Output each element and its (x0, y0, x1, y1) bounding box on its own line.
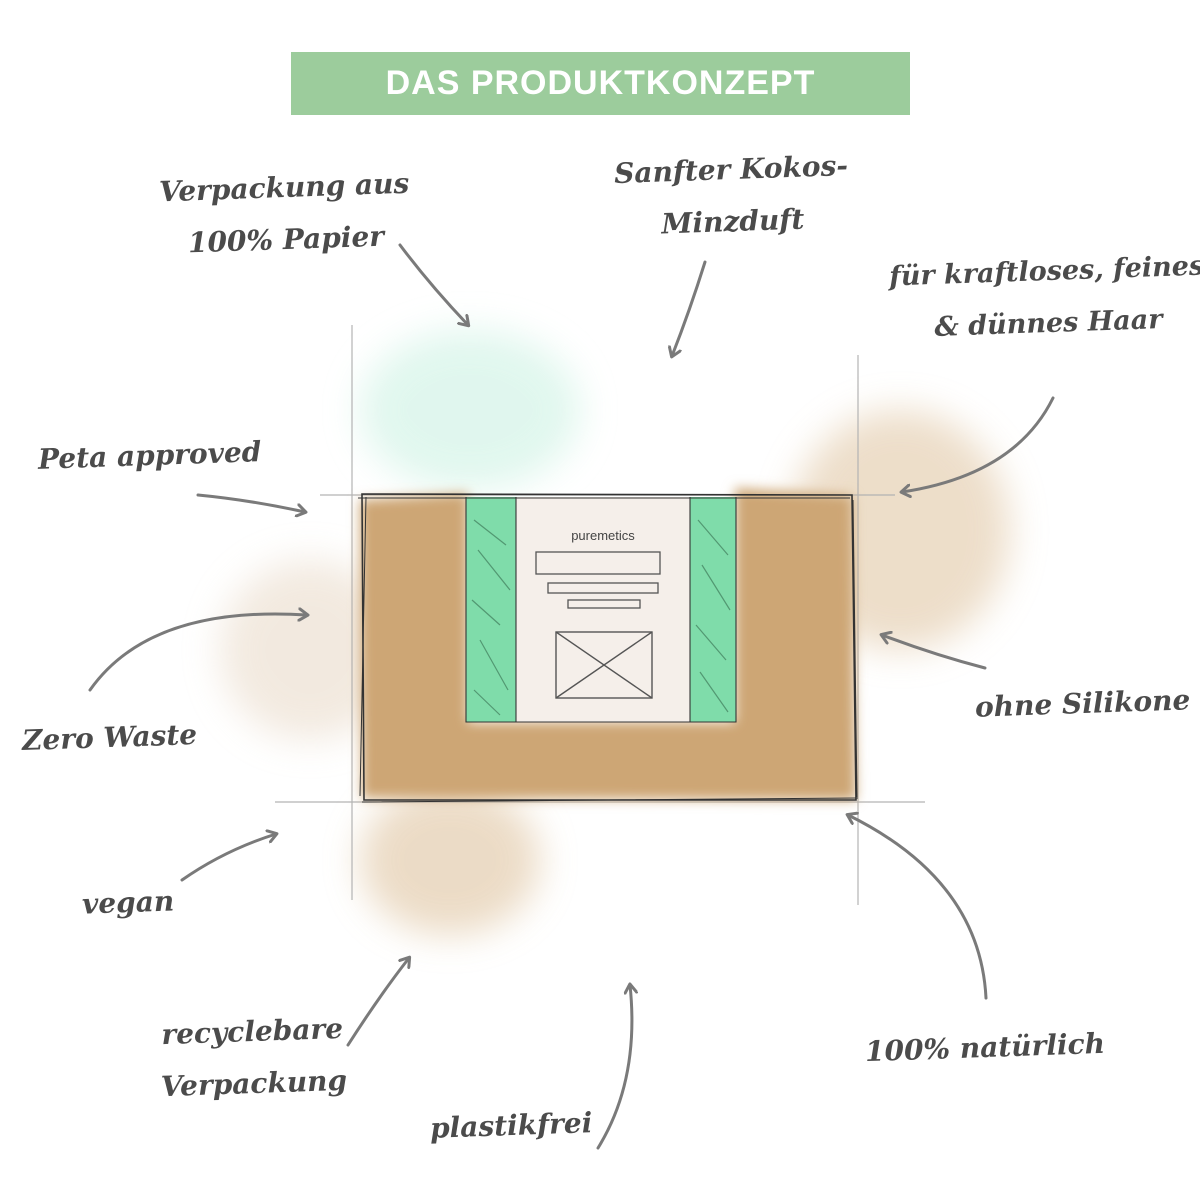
label-scent-line-2: Minzduft (660, 202, 805, 241)
label-natural-line-1: 100% natürlich (864, 1026, 1106, 1069)
arrow-natural (848, 815, 988, 1000)
label-paper: Verpackung aus 100% Papier (158, 158, 412, 271)
arrow-recyclable (346, 958, 409, 1047)
label-zero-waste: Zero Waste (21, 709, 198, 767)
arrow-plastic-free (596, 985, 632, 1150)
arrow-scent (672, 260, 707, 356)
label-scent-line-1: Sanfter Kokos- (613, 148, 849, 191)
label-line-3 (567, 599, 641, 609)
label-peta-line-1: Peta approved (37, 435, 262, 476)
brand-name: puremetics (571, 528, 635, 543)
front-label: puremetics (516, 497, 690, 722)
label-vegan-line-1: vegan (81, 884, 175, 921)
label-vegan: vegan (81, 875, 175, 930)
label-plastic-free-line-1: plastikfrei (429, 1106, 593, 1145)
arrow-silicone (882, 635, 987, 670)
label-silicone: ohne Silikone (974, 674, 1191, 733)
arrow-paper (398, 243, 468, 325)
label-recyclable: recyclebare Verpackung (158, 1003, 348, 1113)
image-placeholder-icon (555, 631, 653, 699)
mint-wash (360, 330, 580, 490)
box-outline (358, 493, 859, 803)
label-plastic-free: plastikfrei (429, 1097, 593, 1155)
label-line-2 (547, 582, 659, 594)
kraft-wash-left (220, 560, 400, 740)
label-hair: für kraftloses, feines & dünnes Haar (888, 241, 1200, 356)
callout-arrows (88, 243, 1055, 1150)
label-paper-line-2: 100% Papier (187, 219, 385, 260)
kraft-wash-bottom (360, 785, 540, 935)
label-line-1 (535, 551, 661, 575)
label-zero-waste-line-1: Zero Waste (21, 717, 198, 758)
page-title: DAS PRODUKTKONZEPT (385, 64, 816, 102)
arrow-zero-waste (88, 614, 307, 692)
label-peta: Peta approved (37, 426, 262, 486)
arrow-vegan (180, 834, 276, 882)
arrow-hair (902, 396, 1055, 492)
arrow-peta (196, 493, 305, 512)
label-natural: 100% natürlich (864, 1018, 1106, 1078)
label-recyclable-line-1: recyclebare (160, 1011, 344, 1052)
watercolor-washes (220, 330, 1010, 935)
mint-side-panels (466, 497, 736, 722)
label-scent: Sanfter Kokos- Minzduft (613, 140, 850, 252)
label-hair-line-2: & dünnes Haar (933, 304, 1163, 343)
label-paper-line-1: Verpackung aus (158, 166, 410, 209)
label-recyclable-line-2: Verpackung (160, 1063, 348, 1104)
label-silicone-line-1: ohne Silikone (974, 683, 1191, 724)
title-banner: DAS PRODUKTKONZEPT (291, 52, 910, 115)
